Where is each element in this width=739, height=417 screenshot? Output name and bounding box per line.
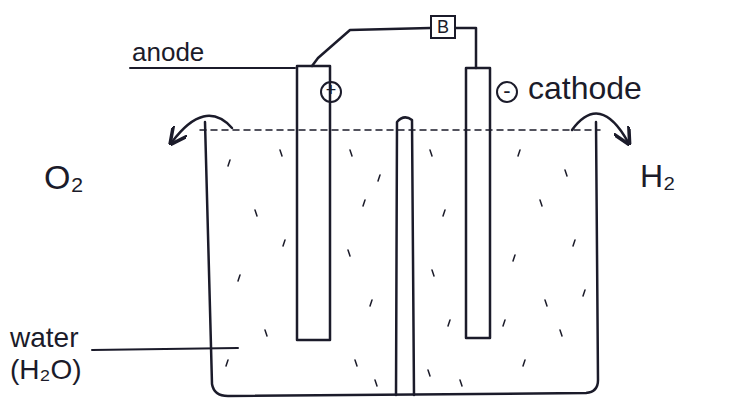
water-speck [503,320,505,326]
battery-box: B [430,15,456,39]
substance-label: water (H₂O) [10,322,98,386]
gas-arrow [572,114,628,142]
water-level [200,129,600,131]
leader-line [130,67,295,69]
water-speck [573,240,575,246]
water-speck [460,380,462,386]
water-speck [370,300,372,306]
water-speck [443,210,445,216]
water-specks [226,150,585,386]
water-speck [523,360,525,366]
gas-arrow [172,116,232,142]
water-speck [428,370,430,376]
electrode-label: cathode [528,70,642,107]
water-speck [448,320,450,326]
water-speck [432,270,434,276]
water-speck [228,160,230,166]
electrode-label: anode [132,38,204,68]
water-speck [545,300,547,306]
battery-label: B [437,17,449,38]
water-speck [583,290,585,296]
water-speck [565,170,567,176]
tank-wall [205,122,598,396]
water-speck [378,175,380,181]
water-speck [350,150,352,156]
wire [456,28,476,68]
polarity-sign: + [324,80,338,101]
water-speck [513,255,515,261]
water-speck [255,210,257,216]
wire [312,28,430,66]
water-speck [540,200,542,206]
partition [396,117,414,395]
polarity-sign: - [500,78,514,103]
water-speck [430,150,432,156]
water-speck [375,380,377,386]
gas-label: O₂ [44,158,84,197]
gas-label: H₂ [640,158,676,195]
water-speck [283,240,285,246]
anode-electrode [297,66,330,340]
water-speck [518,150,520,156]
water-speck [560,330,562,336]
cathode-electrode [466,68,490,338]
water-speck [238,275,240,281]
water-speck [265,330,267,336]
leader-line [92,348,238,350]
water-speck [280,150,282,156]
water-speck [355,360,357,366]
water-speck [226,360,228,366]
water-speck [348,250,350,256]
water-speck [363,200,365,206]
